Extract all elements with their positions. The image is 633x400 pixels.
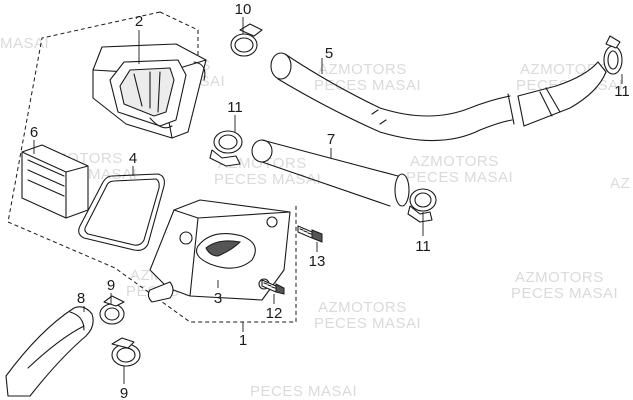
watermark-text: AZMOTORS — [515, 269, 604, 286]
bolt-part — [297, 225, 323, 243]
callout-number: 8 — [77, 290, 85, 307]
callout-number: 5 — [325, 45, 333, 62]
hose-clamp-part — [407, 188, 437, 223]
callout-number: 9 — [120, 385, 128, 400]
watermark-text: PECES MASAI — [314, 77, 421, 94]
leader-lines — [33, 17, 623, 384]
upper-hose-part — [270, 52, 607, 142]
hose-clamp-part — [209, 130, 243, 167]
hose-clamp-part — [111, 337, 141, 367]
watermark-text: AZMOTORS — [318, 61, 407, 78]
hose-clamp-part — [230, 23, 263, 57]
callout-number: 11 — [227, 99, 243, 116]
callout-number: 2 — [135, 13, 143, 30]
callout-number: 3 — [214, 290, 222, 307]
gasket-part — [78, 173, 165, 251]
assembly-outline-left — [7, 11, 297, 323]
callout-number: 4 — [129, 150, 137, 167]
callout-number: 13 — [309, 253, 326, 270]
callout-number: 1 — [239, 332, 247, 349]
hose-clamp-part — [603, 35, 623, 75]
watermark-text: AZ — [610, 175, 630, 192]
watermark-text: AZMOTORS — [410, 153, 499, 170]
callout-number: 12 — [266, 305, 283, 322]
watermark-text: AZMOTORS — [218, 155, 307, 172]
callout-number: 9 — [107, 277, 115, 294]
bolt-part — [261, 279, 285, 295]
filter-element-part — [21, 144, 89, 219]
watermark-text: PECES MASAI — [511, 285, 618, 302]
callout-number: 11 — [614, 83, 630, 100]
outlet-hose-part — [5, 306, 94, 397]
watermark-text: MASAI — [0, 35, 49, 52]
callout-number: 7 — [327, 131, 335, 148]
watermark-text: PECES MASAI — [406, 169, 513, 186]
watermark-text: PECES MASAI — [250, 383, 357, 400]
watermark-text: PECES MASAI — [214, 171, 321, 188]
callout-number: 11 — [415, 238, 431, 255]
callout-number: 10 — [235, 1, 252, 18]
watermark-text: AZMOTORS — [318, 299, 407, 316]
lower-hose-part — [251, 139, 410, 207]
filter-cover-part — [92, 43, 207, 139]
callout-number: 6 — [30, 124, 38, 141]
hose-clamp-part — [99, 295, 125, 325]
watermark-text: PECES MASAI — [314, 315, 421, 332]
